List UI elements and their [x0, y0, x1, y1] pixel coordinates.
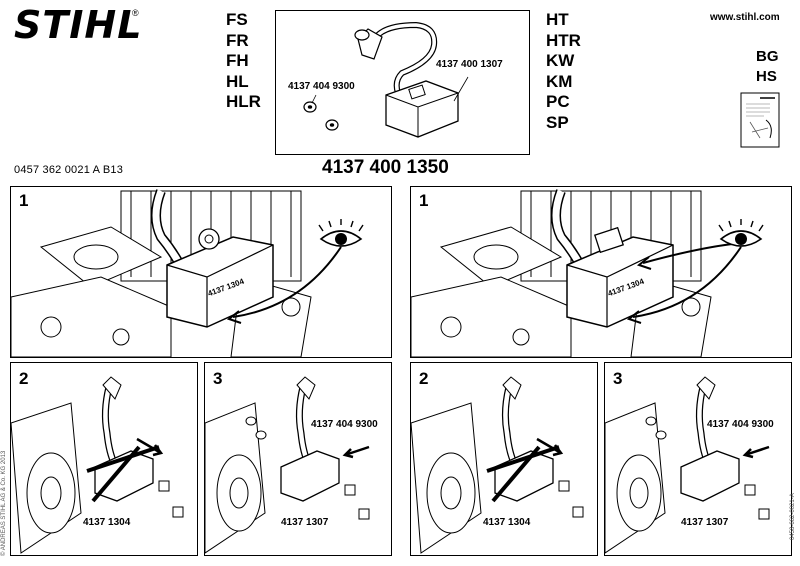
models-left: FS FR FH HL HLR [226, 10, 261, 113]
model-item: FS [226, 10, 248, 29]
step-2-panel: 2 4137 1304 [10, 362, 198, 556]
step-3-panel: 3 4137 404 9300 4137 1307 [204, 362, 392, 556]
module-part-number: 4137 400 1307 [436, 59, 503, 70]
model-item: HL [226, 71, 249, 91]
website-url[interactable]: www.stihl.com [710, 12, 780, 23]
step-number: 3 [613, 369, 623, 388]
stihl-logo: STIHL [14, 3, 143, 47]
main-part-number: 4137 400 1350 [322, 157, 449, 178]
spacer-part-number: 4137 404 9300 [311, 419, 378, 430]
part-number: 4137 1304 [83, 517, 131, 528]
document-number: 0457 362 0021 A B13 [14, 164, 124, 176]
part-number: 4137 1304 [483, 517, 531, 528]
model-item: KM [546, 71, 573, 91]
step-number: 2 [419, 369, 429, 388]
copyright-text: © ANDREAS STIHL AG & Co. KG 2013 [1, 450, 7, 556]
step-number: 1 [419, 191, 429, 210]
part-number: 4137 1307 [281, 517, 329, 528]
registered-mark: ® [132, 8, 139, 18]
print-code: 0458-662-0021-A [790, 493, 796, 540]
language-code: HS [756, 68, 777, 85]
step-1-panel: 1 4137 1304 [410, 186, 792, 358]
manual-booklet-icon [740, 92, 782, 150]
step-number: 3 [213, 369, 223, 388]
model-item: FR [226, 30, 249, 50]
model-item: SP [546, 112, 569, 132]
model-item: HT [546, 10, 569, 29]
step-number: 2 [19, 369, 29, 388]
eye-icon [718, 219, 764, 247]
step-1-panel: 1 4137 1304 [10, 186, 392, 358]
model-item: HLR [226, 92, 261, 111]
model-item: HTR [546, 30, 581, 50]
kit-contents-box: 4137 404 9300 4137 400 1307 [275, 10, 530, 155]
model-item: PC [546, 92, 570, 111]
step-number: 1 [19, 191, 29, 210]
step-2-panel: 2 4137 1304 [410, 362, 598, 556]
spacer-part-number: 4137 404 9300 [707, 419, 774, 430]
model-item: KW [546, 51, 575, 70]
step-3-panel: 3 4137 404 9300 4137 1307 [604, 362, 792, 556]
spacer-part-number: 4137 404 9300 [288, 81, 355, 92]
model-item: FH [226, 51, 249, 70]
models-right: HT HTR KW KM PC SP [546, 10, 581, 133]
part-number: 4137 1307 [681, 517, 729, 528]
eye-icon [318, 219, 364, 247]
language-code: BG [756, 48, 779, 65]
